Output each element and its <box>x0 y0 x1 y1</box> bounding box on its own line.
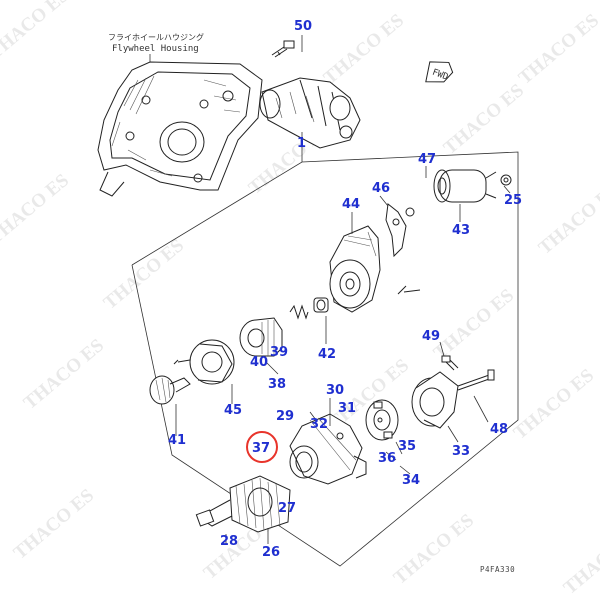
part-label-1[interactable]: 1 <box>297 136 306 151</box>
fwd-direction-arrow: FWD <box>425 61 454 83</box>
through-bolt-part <box>457 369 495 391</box>
part-label-30[interactable]: 30 <box>326 383 344 398</box>
part-label-28[interactable]: 28 <box>220 534 238 549</box>
part-label-48[interactable]: 48 <box>490 422 508 437</box>
shift-lever-part <box>385 203 415 258</box>
yoke-assembly-part <box>289 413 367 485</box>
leader-26-28 <box>225 528 269 544</box>
part-label-34[interactable]: 34 <box>402 473 420 488</box>
leader-29-30 <box>309 398 331 426</box>
part-label-42[interactable]: 42 <box>318 347 336 362</box>
part-label-26[interactable]: 26 <box>262 545 280 560</box>
part-label-38[interactable]: 38 <box>268 377 286 392</box>
rear-end-frame-part <box>411 371 459 429</box>
part-label-40[interactable]: 40 <box>250 355 268 370</box>
flywheel-housing-part <box>97 61 263 197</box>
part-label-50[interactable]: 50 <box>294 19 312 34</box>
watermark-3: THACO ES <box>515 10 600 89</box>
flywheel-housing-en-caption: Flywheel Housing <box>112 44 199 54</box>
watermark-2: THACO ES <box>320 10 408 89</box>
part-label-31[interactable]: 31 <box>338 401 356 416</box>
part-number-labels: 50 1 47 46 25 44 43 49 39 42 40 38 30 31… <box>168 19 522 560</box>
leader-33 <box>447 425 459 443</box>
watermark-6: THACO ES <box>0 170 73 249</box>
part-label-29[interactable]: 29 <box>276 409 294 424</box>
part-label-47[interactable]: 47 <box>418 152 436 167</box>
watermark-13: THACO ES <box>10 485 98 564</box>
flywheel-housing-jp-caption: フライホイールハウジング <box>108 32 204 42</box>
starter-motor-assembly-part <box>259 77 361 149</box>
watermark-1: THACO ES <box>0 0 73 64</box>
part-label-49[interactable]: 49 <box>422 329 440 344</box>
part-label-33[interactable]: 33 <box>452 444 470 459</box>
part-label-46[interactable]: 46 <box>372 181 390 196</box>
drive-housing-part <box>329 225 421 313</box>
figure-code: P4FA330 <box>480 565 515 574</box>
bolt-50-part <box>271 40 295 58</box>
part-label-41[interactable]: 41 <box>168 433 186 448</box>
watermark-12: THACO ES <box>510 365 598 444</box>
leader-48 <box>473 395 489 423</box>
leader-38-40 <box>265 361 279 375</box>
highlight-ring-37 <box>246 431 278 463</box>
part-label-43[interactable]: 43 <box>452 223 470 238</box>
part-label-32[interactable]: 32 <box>310 417 328 432</box>
leader-49 <box>439 341 445 357</box>
spring-collar-part <box>289 297 329 320</box>
leader-34-36 <box>385 441 411 475</box>
leader-solenoid <box>425 166 511 222</box>
armature-part <box>195 475 291 533</box>
watermark-10: THACO ES <box>20 335 108 414</box>
part-label-44[interactable]: 44 <box>342 197 360 212</box>
armature-bracket-part <box>173 339 235 385</box>
assembly-bracket-outline <box>131 150 519 567</box>
small-bolt-part <box>441 355 459 371</box>
part-label-45[interactable]: 45 <box>224 403 242 418</box>
watermark-15: THACO ES <box>390 510 478 589</box>
part-label-27[interactable]: 27 <box>278 501 296 516</box>
part-label-36[interactable]: 36 <box>378 451 396 466</box>
overrunning-clutch-part <box>239 317 283 357</box>
watermark-8: THACO ES <box>100 235 188 314</box>
pinion-shaft-part <box>149 375 191 405</box>
watermark-5: THACO ES <box>440 80 528 159</box>
part-label-25[interactable]: 25 <box>504 193 522 208</box>
watermark-7: THACO ES <box>535 180 600 259</box>
brush-holder-part <box>365 399 399 441</box>
part-label-37[interactable]: 37 <box>252 441 270 456</box>
solenoid-part <box>433 169 512 203</box>
part-label-35[interactable]: 35 <box>398 439 416 454</box>
part-label-39[interactable]: 39 <box>270 345 288 360</box>
watermark-16: THACO ES <box>560 520 600 599</box>
leader-46 <box>379 195 389 207</box>
